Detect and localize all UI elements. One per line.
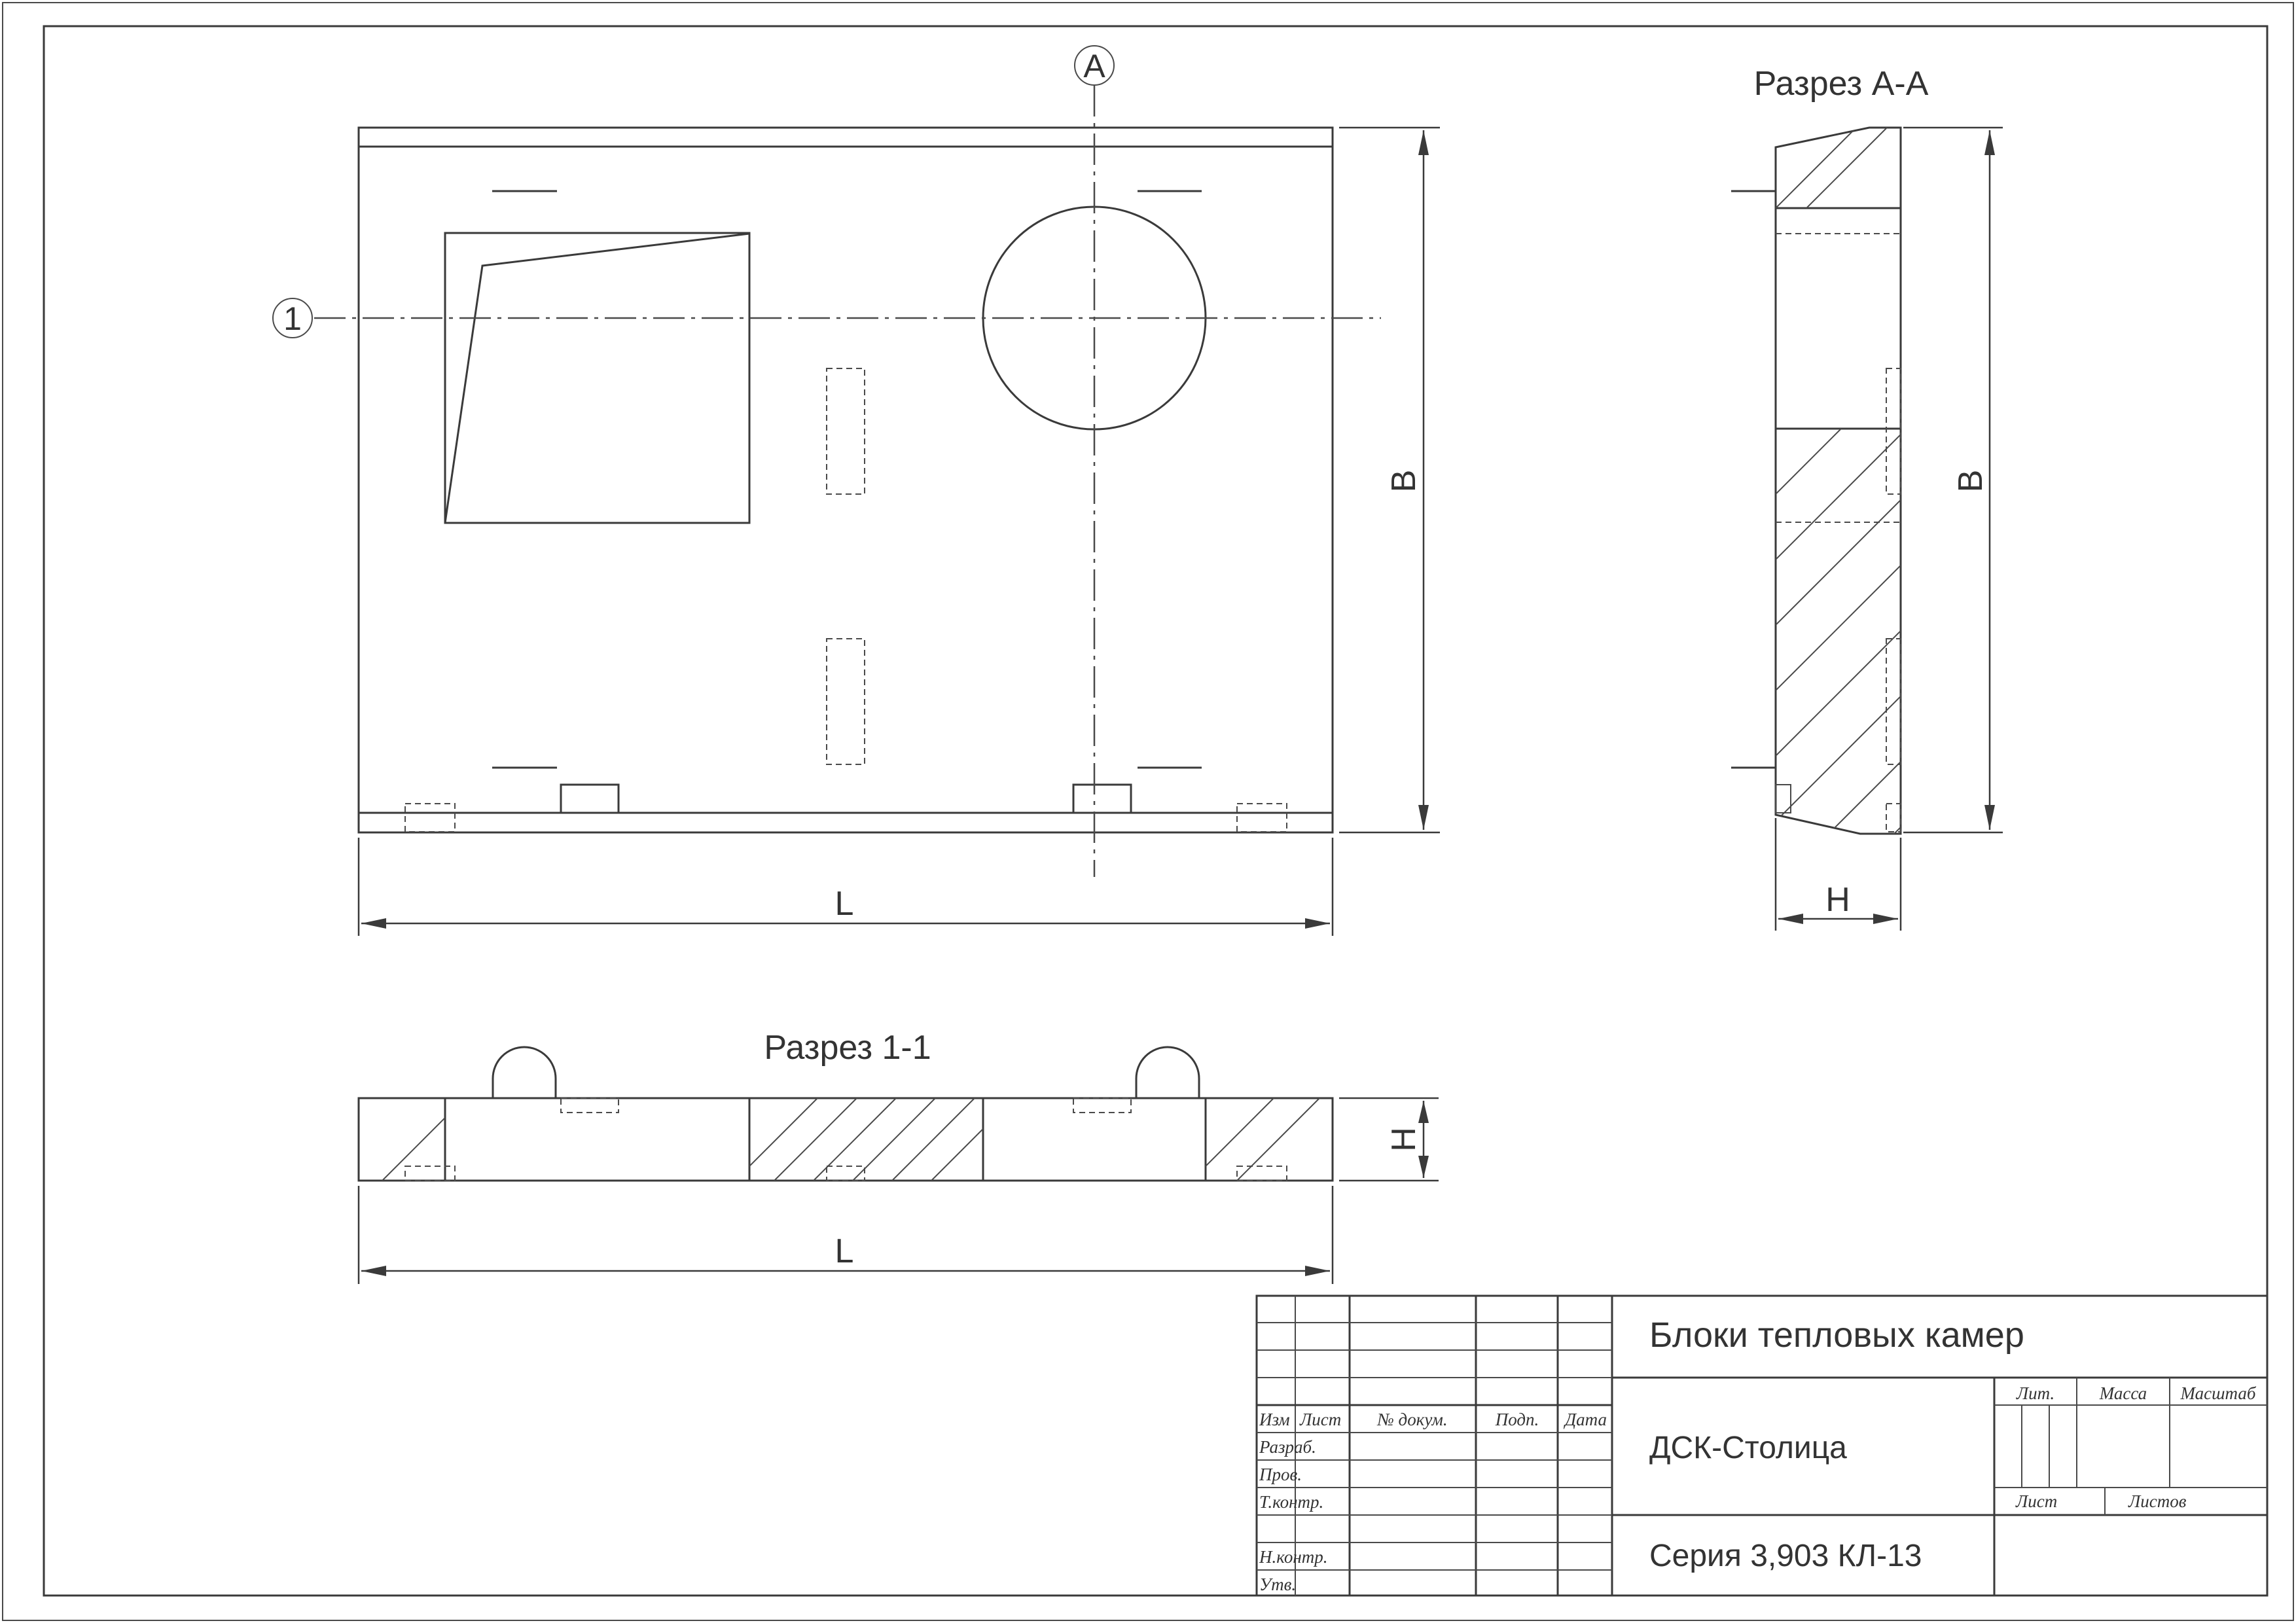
section-mark-a: А bbox=[1074, 45, 1115, 86]
section-mark-a-label: А bbox=[1083, 48, 1105, 84]
mass-label: Масса bbox=[2099, 1383, 2147, 1403]
role-approved: Утв. bbox=[1259, 1575, 1296, 1594]
dimension-b-label: B bbox=[1385, 470, 1423, 493]
role-checked: Пров. bbox=[1259, 1465, 1302, 1484]
rectangular-opening bbox=[444, 232, 751, 524]
header-date: Дата bbox=[1563, 1410, 1607, 1429]
section-aa-outline bbox=[1774, 126, 1902, 835]
section-aa-body-hatch bbox=[1776, 429, 1901, 834]
section-11-view: Разрез 1-1 bbox=[357, 1029, 1439, 1284]
section-aa-hidden-parts bbox=[1775, 368, 1901, 832]
dimension-b-section: B bbox=[1903, 126, 2003, 834]
sheet-inner-frame bbox=[43, 25, 2269, 1597]
mounting-loops bbox=[560, 783, 1132, 814]
reinforcement-marks bbox=[492, 190, 1202, 769]
dimension-h-section-11: H bbox=[1339, 1097, 1439, 1182]
section-mark-1-label: 1 bbox=[283, 300, 302, 337]
dimension-h-section-label: H bbox=[1825, 881, 1850, 919]
section-mark-1: 1 bbox=[272, 298, 313, 338]
section-aa-top-hatch bbox=[1776, 128, 1888, 208]
organization-name: ДСК-Столица bbox=[1649, 1431, 1847, 1465]
header-izm: Изм bbox=[1259, 1410, 1290, 1429]
dimension-h-section-11-label: H bbox=[1385, 1127, 1423, 1152]
sheet-label: Лист bbox=[2015, 1491, 2057, 1511]
dimension-l-label: L bbox=[835, 885, 854, 923]
hidden-embedded-parts bbox=[404, 368, 1287, 832]
dimension-l-section-label: L bbox=[835, 1232, 854, 1270]
section-aa-view: Разрез А-А bbox=[1731, 65, 2003, 931]
role-developed: Разраб. bbox=[1259, 1437, 1316, 1457]
section-aa-title: Разрез А-А bbox=[1754, 65, 1929, 103]
dimension-l-section: L bbox=[357, 1186, 1334, 1284]
section-11-hidden-parts bbox=[404, 1097, 1287, 1181]
dimension-b-main: B bbox=[1339, 126, 1440, 834]
role-tech-control: Т.контр. bbox=[1259, 1492, 1323, 1512]
header-sign: Подп. bbox=[1495, 1410, 1539, 1429]
header-list: Лист bbox=[1299, 1410, 1341, 1429]
title-block: Изм Лист № докум. Подп. Дата Разраб. Про… bbox=[1255, 1294, 2269, 1597]
drawing-name: Блоки тепловых камер bbox=[1649, 1315, 2024, 1355]
lit-label: Лит. bbox=[2016, 1383, 2054, 1403]
scale-label: Масштаб bbox=[2180, 1383, 2257, 1403]
section-11-lifting-loops bbox=[492, 1046, 1200, 1098]
main-view: А 1 L B bbox=[272, 45, 1440, 936]
section-11-outline bbox=[357, 1097, 1334, 1182]
header-doc-no: № докум. bbox=[1376, 1410, 1447, 1429]
section-11-hatch-middle bbox=[749, 1098, 983, 1181]
section-11-hatch-left bbox=[382, 1117, 445, 1181]
title-block-frame bbox=[1255, 1294, 2269, 1597]
series-label: Серия 3,903 КЛ-13 bbox=[1649, 1539, 1922, 1573]
role-norm-control: Н.контр. bbox=[1259, 1547, 1328, 1567]
section-11-title: Разрез 1-1 bbox=[764, 1029, 931, 1067]
sheets-label: Листов bbox=[2128, 1491, 2187, 1511]
dimension-h-section: H bbox=[1774, 818, 1902, 931]
section-11-hatch-right bbox=[1206, 1098, 1320, 1181]
dimension-b-section-label: B bbox=[1952, 470, 1990, 493]
dimension-l-main: L bbox=[357, 838, 1334, 936]
block-outline bbox=[357, 126, 1334, 834]
